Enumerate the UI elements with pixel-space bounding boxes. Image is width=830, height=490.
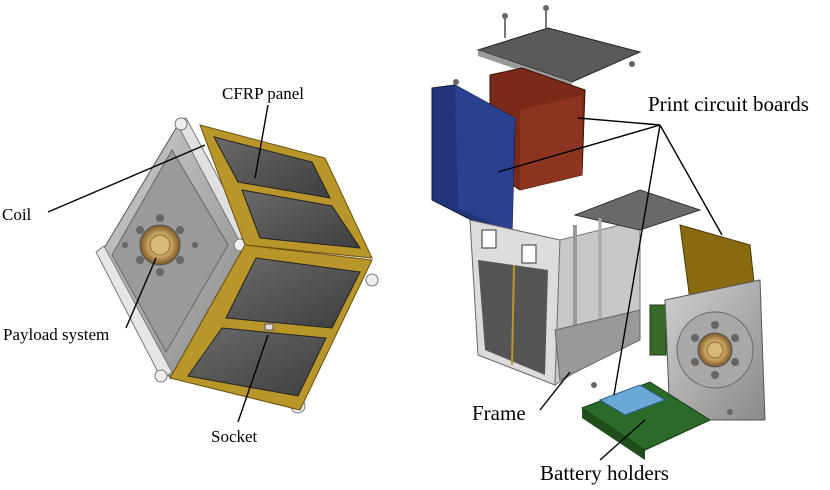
leader-pcb-1	[577, 117, 661, 126]
frame-rail	[95, 245, 173, 381]
label-payload-system: Payload system	[3, 325, 110, 344]
leader-cfrp	[254, 104, 269, 179]
leader-coil	[47, 144, 206, 213]
leader-pcb-2	[497, 124, 661, 173]
label-cfrp-panel: CFRP panel	[222, 84, 305, 103]
exploded-view	[431, 5, 766, 460]
leader-socket	[237, 334, 269, 423]
cfrp-panel	[187, 327, 327, 397]
leader-battery	[599, 419, 646, 461]
label-frame: Frame	[472, 401, 526, 425]
cfrp-panel	[213, 136, 331, 199]
leader-pcb-3	[613, 124, 661, 396]
label-socket: Socket	[211, 427, 258, 446]
top-plate	[476, 27, 642, 83]
assembled-satellite	[95, 117, 379, 414]
pcb-green-side	[649, 304, 667, 356]
leader-frame	[539, 371, 571, 411]
cfrp-panel	[241, 189, 362, 249]
label-coil: Coil	[2, 205, 32, 224]
cfrp-panel	[225, 257, 361, 329]
label-print-circuit-boards: Print circuit boards	[648, 92, 809, 116]
label-battery-holders: Battery holders	[540, 461, 669, 485]
leader-payload	[125, 257, 157, 329]
leader-pcb-4	[659, 124, 723, 236]
leader-lines	[47, 104, 723, 461]
